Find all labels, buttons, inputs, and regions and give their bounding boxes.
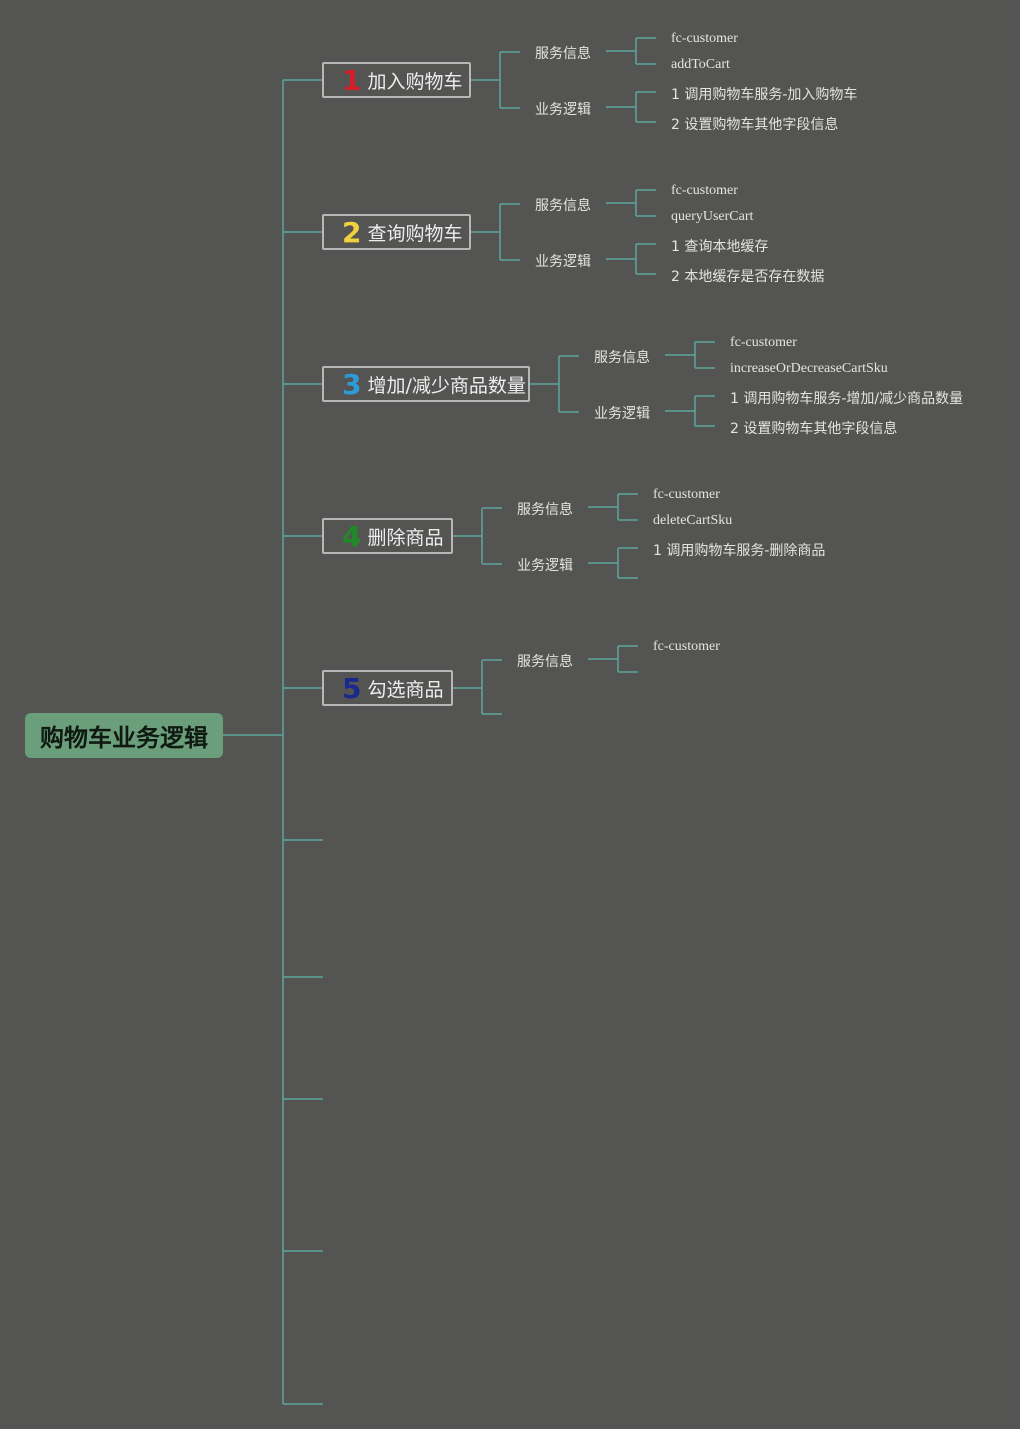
topic-label: 加入购物车 (367, 70, 463, 93)
leaf-node[interactable]: addToCart (671, 57, 730, 72)
priority-1-icon: 1 (342, 63, 362, 97)
priority-5-icon: 5 (342, 671, 362, 705)
leaf-node[interactable]: 2 设置购物车其他字段信息 (671, 117, 839, 133)
leaf-node[interactable]: increaseOrDecreaseCartSku (730, 361, 888, 376)
leaf-node[interactable]: fc-customer (653, 487, 720, 502)
topic-query-cart[interactable]: 2 查询购物车 (322, 214, 471, 250)
priority-4-icon: 4 (342, 519, 362, 553)
business-logic-node[interactable]: 业务逻辑 (535, 102, 591, 118)
leaf-node[interactable]: 1 调用购物车服务-删除商品 (653, 543, 826, 559)
topic-label: 增加/减少商品数量 (367, 374, 526, 397)
leaf-node[interactable]: 1 查询本地缓存 (671, 239, 769, 255)
service-info-node[interactable]: 服务信息 (535, 46, 591, 62)
leaf-node[interactable]: queryUserCart (671, 209, 754, 224)
leaf-node[interactable]: deleteCartSku (653, 513, 733, 528)
business-logic-node[interactable]: 业务逻辑 (594, 406, 650, 422)
business-logic-node[interactable]: 业务逻辑 (517, 558, 573, 574)
business-logic-node[interactable]: 业务逻辑 (535, 254, 591, 270)
topic-label: 勾选商品 (367, 678, 444, 701)
service-info-node[interactable]: 服务信息 (517, 502, 573, 518)
root-label: 购物车业务逻辑 (40, 724, 208, 752)
topic-add-to-cart[interactable]: 1 加入购物车 (322, 62, 471, 98)
leaf-node[interactable]: fc-customer (730, 335, 797, 350)
topic-select-item[interactable]: 5 勾选商品 (322, 670, 453, 706)
root-topic[interactable]: 购物车业务逻辑 (25, 713, 223, 758)
leaf-node[interactable]: 1 调用购物车服务-加入购物车 (671, 87, 858, 103)
leaf-node[interactable]: 2 设置购物车其他字段信息 (730, 421, 898, 437)
service-info-node[interactable]: 服务信息 (535, 198, 591, 214)
leaf-node[interactable]: fc-customer (671, 31, 738, 46)
priority-3-icon: 3 (342, 367, 362, 401)
priority-2-icon: 2 (342, 215, 362, 249)
topic-label: 删除商品 (367, 526, 444, 549)
service-info-node[interactable]: 服务信息 (517, 654, 573, 670)
leaf-node[interactable]: 1 调用购物车服务-增加/减少商品数量 (730, 391, 964, 407)
topic-change-quantity[interactable]: 3 增加/减少商品数量 (322, 366, 530, 402)
topic-label: 查询购物车 (367, 222, 463, 245)
leaf-node[interactable]: fc-customer (671, 183, 738, 198)
leaf-node[interactable]: fc-customer (653, 639, 720, 654)
leaf-node[interactable]: 2 本地缓存是否存在数据 (671, 269, 825, 285)
service-info-node[interactable]: 服务信息 (594, 350, 650, 366)
topic-delete-item[interactable]: 4 删除商品 (322, 518, 453, 554)
